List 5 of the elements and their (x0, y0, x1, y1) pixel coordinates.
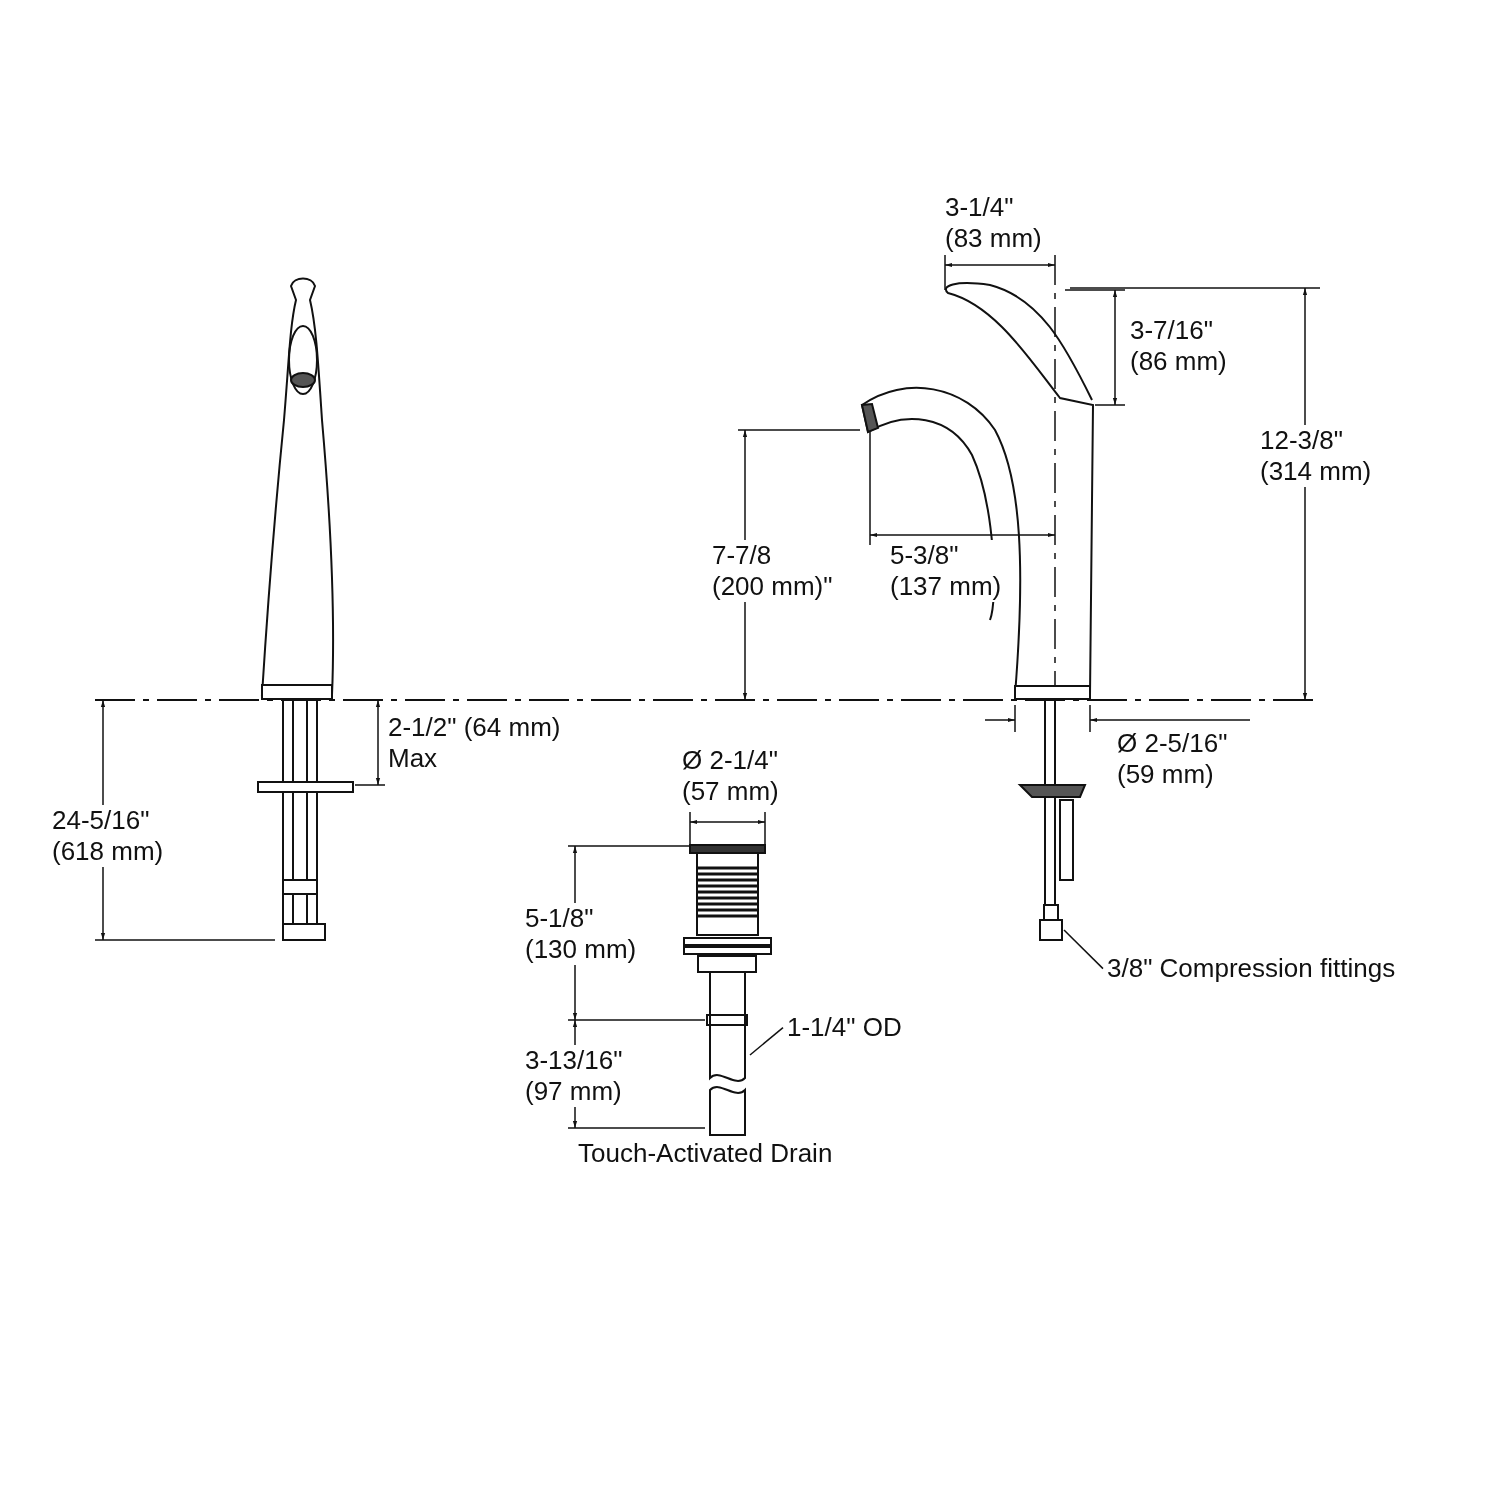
compression-fitting (1039, 919, 1063, 941)
leader-line (1063, 929, 1104, 970)
dimension-label: 7-7/8 (200 mm)" (710, 540, 835, 603)
dimension-label: 3-13/16" (97 mm) (523, 1045, 625, 1108)
leader-line (749, 1026, 784, 1056)
